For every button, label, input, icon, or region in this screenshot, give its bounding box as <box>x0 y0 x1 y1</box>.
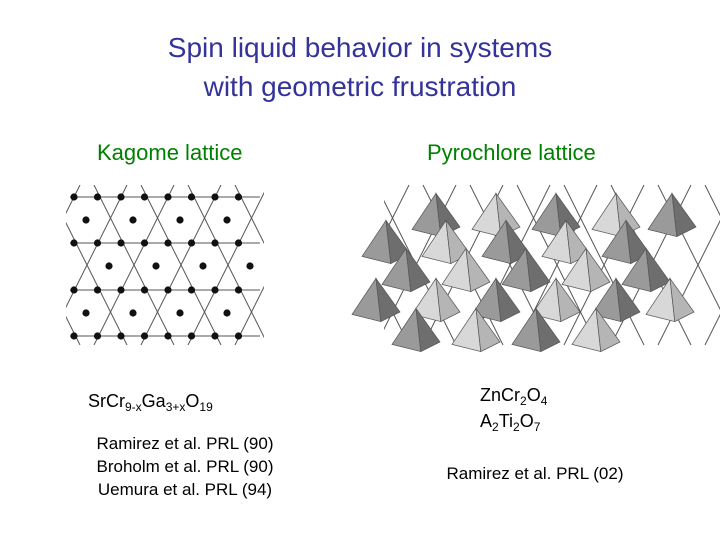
kagome-site <box>234 239 243 247</box>
kagome-site <box>223 309 231 317</box>
pyrochlore-heading: Pyrochlore lattice <box>427 140 596 165</box>
kagome-references: Ramirez et al. PRL (90) Broholm et al. P… <box>75 432 295 501</box>
kagome-site <box>211 193 219 201</box>
kagome-site <box>129 309 137 317</box>
mask <box>0 345 400 375</box>
kagome-site <box>187 286 196 294</box>
kagome-site <box>117 193 125 201</box>
tetrahedron <box>501 247 551 293</box>
kagome-site <box>176 216 184 224</box>
kagome-site <box>164 193 172 201</box>
kagome-site <box>82 309 90 317</box>
tetrahedron <box>441 247 491 293</box>
kagome-site <box>70 332 78 340</box>
kagome-site <box>211 332 219 340</box>
kagome-site <box>211 286 219 294</box>
kagome-bond <box>704 184 720 217</box>
tetrahedron <box>351 277 401 323</box>
kagome-site <box>140 193 149 201</box>
kagome-site <box>93 286 102 294</box>
kagome-site <box>140 332 149 340</box>
kagome-site <box>82 216 90 224</box>
kagome-site <box>117 286 125 294</box>
kagome-site <box>70 193 78 201</box>
kagome-bond <box>93 184 175 346</box>
tetrahedron <box>451 307 501 353</box>
kagome-site <box>176 309 184 317</box>
tetrahedron <box>621 247 671 293</box>
kagome-bond <box>187 184 269 346</box>
kagome-site <box>164 286 172 294</box>
pyrochlore-formula-2: A2Ti2O7 <box>480 411 541 434</box>
kagome-site <box>140 239 149 247</box>
kagome-site <box>187 239 196 247</box>
kagome-site <box>70 239 78 247</box>
kagome-site <box>164 239 172 247</box>
kagome-site <box>117 332 125 340</box>
kagome-site <box>211 239 219 247</box>
kagome-site <box>187 332 196 340</box>
kagome-bond <box>563 184 645 346</box>
tetrahedron <box>591 277 641 323</box>
kagome-site <box>70 286 78 294</box>
reference: Ramirez et al. PRL (02) <box>446 464 624 483</box>
reference: Ramirez et al. PRL (90) <box>96 434 274 453</box>
kagome-site <box>223 216 231 224</box>
kagome-site <box>152 262 160 270</box>
kagome-site <box>117 239 125 247</box>
kagome-site <box>199 262 207 270</box>
mask <box>0 170 400 185</box>
reference: Broholm et al. PRL (90) <box>96 457 274 476</box>
tetrahedron <box>471 277 521 323</box>
pyrochlore-references: Ramirez et al. PRL (02) <box>420 462 650 485</box>
pyrochlore-formula-1: ZnCr2O4 <box>480 385 548 408</box>
kagome-site <box>105 262 113 270</box>
kagome-site <box>246 262 254 270</box>
kagome-site <box>140 286 149 294</box>
tetrahedron <box>571 307 621 353</box>
tetrahedron <box>391 307 441 353</box>
mask <box>264 150 384 380</box>
tetrahedron <box>531 277 581 323</box>
kagome-heading: Kagome lattice <box>97 140 243 165</box>
kagome-site <box>93 332 102 340</box>
tetrahedron <box>511 307 561 353</box>
tetrahedron <box>381 247 431 293</box>
kagome-formula: SrCr9-xGa3+xO19 <box>88 391 213 414</box>
mask <box>0 150 66 380</box>
kagome-site <box>164 332 172 340</box>
slide-title-line2: with geometric frustration <box>203 71 517 102</box>
slide-title-line1: Spin liquid behavior in systems <box>167 32 553 63</box>
kagome-site <box>234 332 243 340</box>
kagome-site <box>93 193 102 201</box>
kagome-site <box>187 193 196 201</box>
kagome-site <box>234 193 243 201</box>
tetrahedron <box>561 247 611 293</box>
kagome-site <box>93 239 102 247</box>
kagome-site <box>234 286 243 294</box>
kagome-bond <box>704 313 720 346</box>
tetrahedron <box>411 277 461 323</box>
kagome-site <box>129 216 137 224</box>
reference: Uemura et al. PRL (94) <box>97 480 273 499</box>
tetrahedron <box>647 192 697 238</box>
tetrahedron <box>645 277 695 323</box>
kagome-bond <box>140 184 222 346</box>
